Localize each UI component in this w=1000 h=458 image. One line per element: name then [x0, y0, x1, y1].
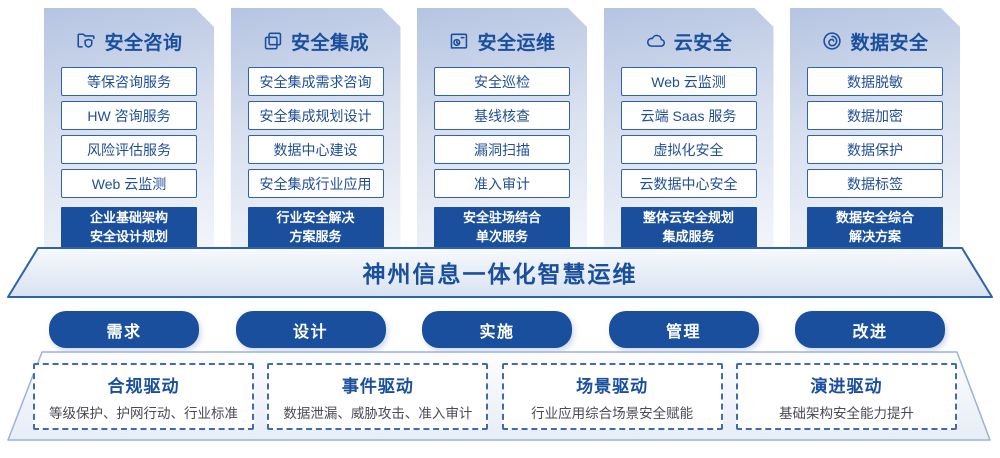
highlight-line: 行业安全解决	[276, 209, 355, 225]
driver-desc: 基础架构安全能力提升	[778, 405, 914, 421]
driver-title: 场景驱动	[576, 376, 649, 396]
column-title: 数据安全	[850, 32, 929, 54]
stacked-docs-icon	[262, 30, 284, 52]
folder-clock-icon	[448, 30, 470, 52]
highlight-line: 单次服务	[475, 228, 528, 244]
process-pills: 需求设计实施管理改进	[49, 311, 945, 348]
folder-shield-icon	[75, 30, 97, 52]
service-columns: 安全咨询 等保咨询服务 HW 咨询服务风险评估服务 Web 云监测 企业基础架构 安…	[44, 8, 960, 252]
column-items: 安全集成需求咨询安全集成规划设计数据中心建设安全集成行业应用	[248, 67, 384, 198]
column-items: 安全巡检基线核查漏洞扫描准入审计	[434, 67, 570, 198]
service-column-card: 安全集成 安全集成需求咨询安全集成规划设计数据中心建设安全集成行业应用 行业安全…	[231, 8, 401, 252]
driver-title: 合规驱动	[107, 376, 180, 396]
driver-box: 事件驱动 数据泄漏、威胁攻击、准入审计	[267, 363, 489, 430]
column-items: Web 云监测云端 Saas 服务虚拟化安全云数据中心安全	[621, 67, 757, 198]
driver-box: 合规驱动 等级保护、护网行动、行业标准	[33, 363, 254, 430]
platform-banner: 神州信息一体化智慧运维	[0, 246, 1000, 300]
service-column-card: 安全运维 安全巡检基线核查漏洞扫描准入审计 安全驻场结合 单次服务	[417, 8, 587, 252]
column-header: 云安全	[604, 28, 774, 54]
banner-title: 神州信息一体化智慧运维	[362, 261, 638, 287]
column-header: 安全集成	[231, 28, 401, 54]
driver-box: 场景驱动 行业应用综合场景安全赋能	[501, 363, 723, 430]
process-pill: 改进	[795, 311, 945, 348]
driver-desc: 等级保护、护网行动、行业标准	[49, 405, 238, 421]
highlight-line: 整体云安全规划	[642, 209, 734, 225]
service-item: HW 咨询服务	[61, 101, 197, 130]
column-title: 安全咨询	[104, 32, 183, 54]
column-highlight-box: 数据安全综合 解决方案	[807, 207, 943, 248]
driver-title: 事件驱动	[341, 376, 414, 396]
service-item: 基线核查	[434, 101, 570, 130]
column-highlight-box: 安全驻场结合 单次服务	[434, 207, 570, 248]
column-title: 安全集成	[290, 32, 369, 54]
column-title: 安全运维	[477, 32, 556, 54]
fingerprint-icon	[821, 30, 843, 52]
service-item: 等保咨询服务	[61, 67, 197, 96]
service-item: 云端 Saas 服务	[621, 101, 757, 130]
highlight-line: 数据安全综合	[835, 209, 914, 225]
process-pill: 管理	[608, 311, 759, 348]
column-header: 安全运维	[417, 28, 587, 54]
highlight-line: 安全驻场结合	[462, 209, 541, 225]
highlight-line: 方案服务	[289, 228, 342, 244]
column-highlight-box: 企业基础架构 安全设计规划	[61, 207, 197, 248]
process-pill: 设计	[235, 311, 386, 348]
service-column-card: 云安全 Web 云监测云端 Saas 服务虚拟化安全云数据中心安全 整体云安全规…	[604, 8, 774, 252]
column-header: 安全咨询	[44, 28, 214, 54]
column-highlight-box: 行业安全解决 方案服务	[248, 207, 384, 248]
service-item: 漏洞扫描	[434, 135, 570, 164]
banner-trapezoid-shape	[7, 247, 993, 298]
service-item: Web 云监测	[621, 67, 757, 96]
driver-boxes: 合规驱动 等级保护、护网行动、行业标准 事件驱动 数据泄漏、威胁攻击、准入审计 …	[33, 363, 957, 430]
driver-title: 演进驱动	[810, 376, 883, 396]
service-item: 数据中心建设	[248, 135, 384, 164]
driver-box: 演进驱动 基础架构安全能力提升	[735, 363, 957, 430]
service-item: 准入审计	[434, 169, 570, 198]
service-item: 风险评估服务	[61, 135, 197, 164]
service-item: 数据加密	[807, 101, 943, 130]
column-items: 数据脱敏数据加密数据保护数据标签	[807, 67, 943, 198]
service-item: 数据标签	[807, 169, 943, 198]
highlight-line: 企业基础架构	[89, 209, 168, 225]
driver-desc: 数据泄漏、威胁攻击、准入审计	[283, 405, 473, 421]
service-item: 虚拟化安全	[621, 135, 757, 164]
service-item: Web 云监测	[61, 169, 197, 198]
highlight-line: 集成服务	[662, 228, 715, 244]
column-items: 等保咨询服务 HW 咨询服务风险评估服务 Web 云监测	[61, 67, 197, 198]
service-item: 安全集成行业应用	[248, 169, 384, 198]
column-title: 云安全	[673, 32, 733, 54]
service-item: 安全集成规划设计	[248, 101, 384, 130]
cloud-icon	[645, 30, 667, 52]
service-item: 数据保护	[807, 135, 943, 164]
column-highlight-box: 整体云安全规划 集成服务	[621, 207, 757, 248]
service-item: 安全集成需求咨询	[248, 67, 384, 96]
highlight-line: 安全设计规划	[89, 228, 168, 244]
service-column-card: 安全咨询 等保咨询服务 HW 咨询服务风险评估服务 Web 云监测 企业基础架构 安…	[44, 8, 214, 252]
service-column-card: 数据安全 数据脱敏数据加密数据保护数据标签 数据安全综合 解决方案	[790, 8, 960, 252]
column-header: 数据安全	[790, 28, 960, 54]
service-item: 云数据中心安全	[621, 169, 757, 198]
service-item: 数据脱敏	[807, 67, 943, 96]
highlight-line: 解决方案	[848, 228, 901, 244]
process-pill: 需求	[49, 311, 199, 348]
driver-desc: 行业应用综合场景安全赋能	[531, 405, 694, 421]
service-item: 安全巡检	[434, 67, 570, 96]
process-pill: 实施	[422, 311, 572, 348]
